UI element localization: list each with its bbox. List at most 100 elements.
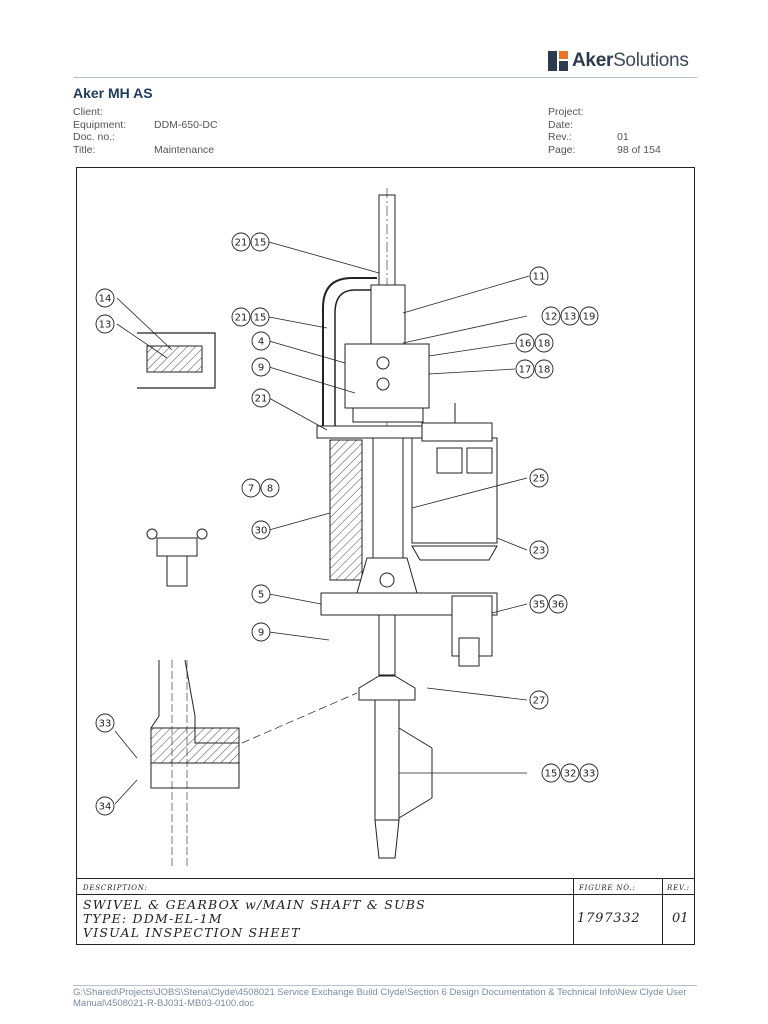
callout-label: 21 [255, 394, 268, 405]
field-label: Client: [73, 106, 103, 118]
callout-bubble [529, 690, 549, 710]
callout-label: 34 [99, 802, 112, 813]
figure-no-header: FIGURE NO.: [579, 884, 636, 892]
footer-file-path: G:\Shared\Projects\JOBS\Stena\Clyde\4508… [73, 987, 687, 1009]
header-right-values: 01 98 of 154 [617, 106, 661, 156]
callout-bubble [250, 232, 270, 252]
callout-label: 9 [258, 628, 264, 639]
callout-label: 12 [545, 312, 558, 323]
title-block-divider [573, 879, 574, 945]
callout-label: 33 [583, 769, 596, 780]
callout-bubble [534, 359, 554, 379]
callout-bubble [251, 584, 271, 604]
callout-bubble [541, 763, 561, 783]
callout-bubble [95, 314, 115, 334]
callout-bubble [534, 333, 554, 353]
field-value [617, 119, 661, 132]
gearbox-housing [344, 343, 430, 409]
callout-bubble [515, 359, 535, 379]
description-header: DESCRIPTION: [83, 884, 148, 892]
field-label: Project: [548, 106, 584, 118]
callout-label: 14 [99, 294, 112, 305]
header-left-labels: Client: Equipment: Doc. no.: Title: [73, 106, 126, 156]
callout-label: 8 [267, 484, 273, 495]
callout-label: 4 [258, 337, 264, 348]
callout-bubble [579, 306, 599, 326]
callout-bubble [529, 266, 549, 286]
callout-bubble [560, 763, 580, 783]
hose-cylinder [329, 439, 363, 581]
callout-bubble [251, 331, 271, 351]
field-label: Equipment: [73, 118, 127, 131]
field-value: DDM-650-DC [154, 118, 218, 131]
callout-bubble [579, 763, 599, 783]
callout-bubble [251, 520, 271, 540]
field-value [154, 131, 218, 144]
callout-bubble [515, 333, 535, 353]
field-value [617, 106, 661, 119]
callout-bubble [95, 796, 115, 816]
field-value: 98 of 154 [617, 143, 661, 156]
callout-label: 13 [564, 312, 577, 323]
company-name: Aker MH AS [73, 85, 153, 101]
field-value: 01 [617, 131, 629, 143]
footer-rule [73, 985, 697, 986]
swivel-housing [370, 284, 406, 346]
title-block-divider [662, 879, 663, 945]
callout-label: 21 [235, 313, 248, 324]
field-value [154, 106, 218, 119]
callout-bubble [250, 307, 270, 327]
callout-label: 7 [248, 484, 254, 495]
figure-number: 1797332 [577, 911, 641, 926]
callout-bubble [95, 288, 115, 308]
field-label: Doc. no.: [73, 131, 116, 143]
callout-label: 15 [254, 313, 267, 324]
aker-logo-mark-icon [548, 51, 568, 71]
callout-bubble [548, 594, 568, 614]
title-block: DESCRIPTION: FIGURE NO.: REV.: SWIVEL & … [77, 878, 694, 945]
description-line: TYPE: DDM-EL-1M [83, 911, 223, 926]
saver-sub [374, 699, 400, 821]
header-rule [73, 77, 697, 78]
callout-bubble [251, 388, 271, 408]
field-label: Page: [548, 143, 576, 156]
callout-label: 17 [519, 365, 532, 376]
callout-bubble [529, 468, 549, 488]
description-line: VISUAL INSPECTION SHEET [83, 925, 301, 940]
rev-header: REV.: [667, 884, 690, 892]
callout-bubble [251, 357, 271, 377]
title-block-divider [77, 894, 694, 895]
drawing-description: SWIVEL & GEARBOX w/MAIN SHAFT & SUBS TYP… [83, 898, 426, 940]
main-shaft-flange [358, 675, 416, 701]
callout-label: 33 [99, 719, 112, 730]
aker-solutions-logo: AkerSolutions [548, 50, 689, 72]
description-line: SWIVEL & GEARBOX w/MAIN SHAFT & SUBS [83, 897, 426, 912]
field-label: Rev.: [548, 131, 572, 143]
callout-label: 13 [99, 320, 112, 331]
callout-bubble [541, 306, 561, 326]
callout-label: 23 [533, 546, 546, 557]
field-label: Title: [73, 143, 96, 156]
header-left-values: DDM-650-DC Maintenance [154, 106, 218, 156]
callout-label: 36 [552, 600, 565, 611]
callout-bubble [95, 713, 115, 733]
drawing-canvas: 2115141321154921783059333411121319161817… [95, 188, 599, 868]
callout-label: 32 [564, 769, 577, 780]
field-value: Maintenance [154, 143, 215, 156]
callout-label: 18 [538, 365, 551, 376]
callout-label: 5 [258, 590, 264, 601]
callout-bubble [231, 307, 251, 327]
callout-label: 19 [583, 312, 596, 323]
callout-label: 35 [533, 600, 546, 611]
callout-bubble [529, 594, 549, 614]
callout-bubble [251, 622, 271, 642]
callout-label: 18 [538, 339, 551, 350]
callout-bubble [241, 478, 261, 498]
drive-motor [411, 437, 498, 544]
callout-bubble [529, 540, 549, 560]
callout-bubble [560, 306, 580, 326]
callout-label: 9 [258, 363, 264, 374]
logo-wordmark: AkerSolutions [572, 50, 689, 71]
drawing-revision: 01 [672, 911, 689, 926]
